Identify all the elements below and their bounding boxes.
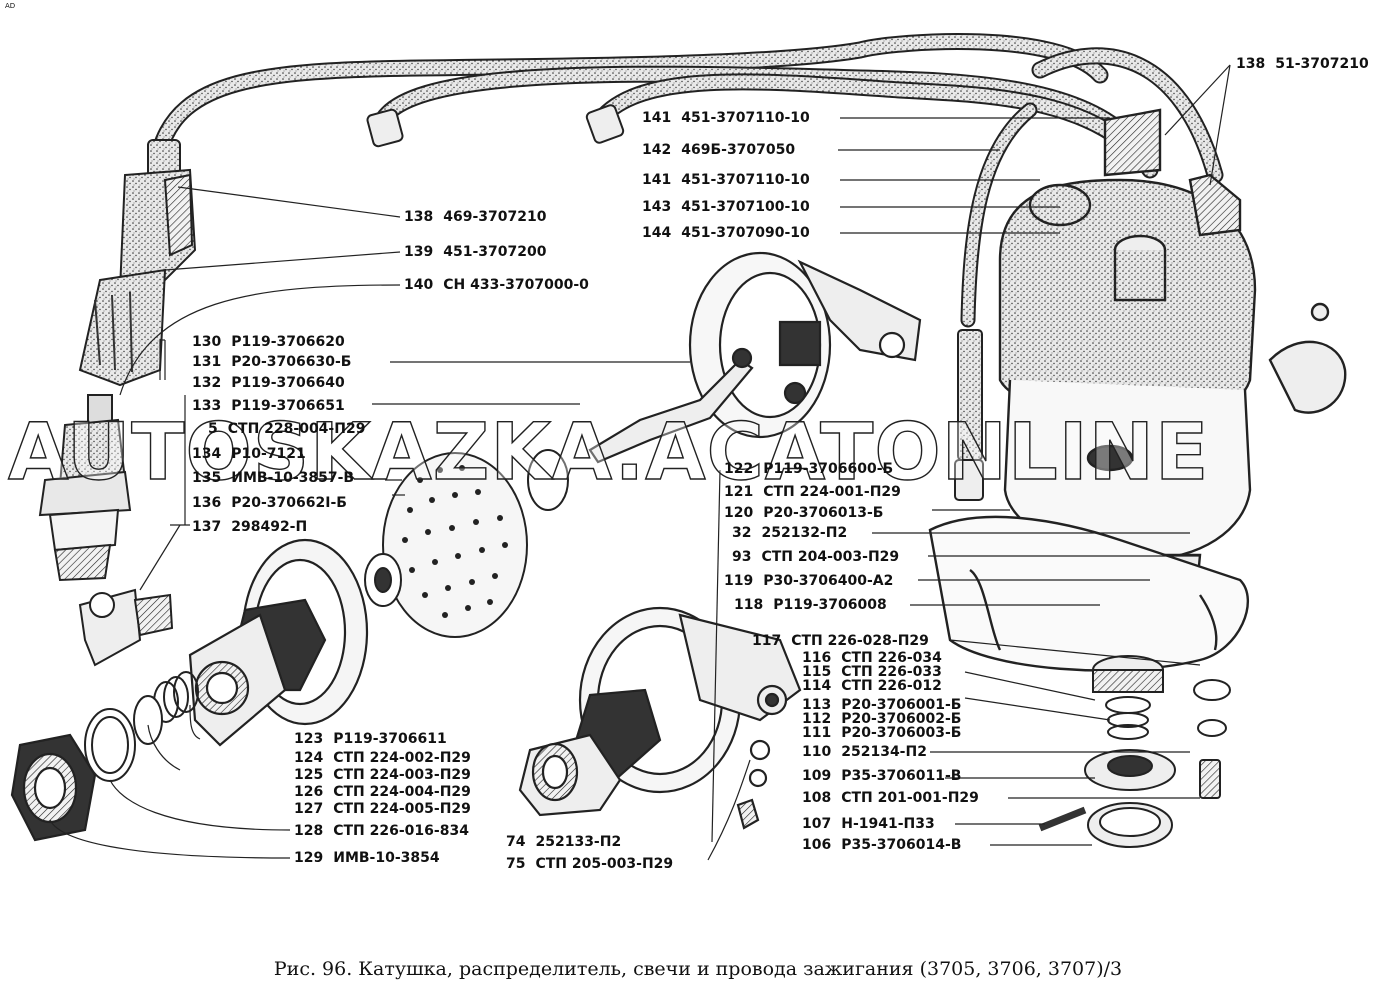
- shaft-stack: [1038, 655, 1231, 848]
- distributor: [928, 108, 1347, 672]
- spark-plug-tip-cap: [78, 168, 197, 387]
- diaphragm-disk: [364, 449, 569, 638]
- connector-boots: [147, 104, 984, 501]
- elbow-fitting: [78, 588, 174, 667]
- spark-plug: [38, 394, 132, 582]
- springs-and-washers: [84, 671, 199, 782]
- figure-caption: Рис. 96. Катушка, распределитель, свечи …: [273, 958, 1123, 980]
- leader-lines: [49, 64, 1231, 861]
- ignition-wires: [151, 32, 1224, 328]
- watermark: AUTOSKAZKA.ACATONLINE: [7, 407, 1210, 498]
- nut-fitting: [10, 733, 97, 842]
- vacuum-corrector-front: [188, 538, 369, 747]
- vacuum-chamber-upper: [588, 251, 922, 464]
- corner-mark: AD: [5, 2, 16, 10]
- vacuum-corrector-lower: [518, 606, 802, 830]
